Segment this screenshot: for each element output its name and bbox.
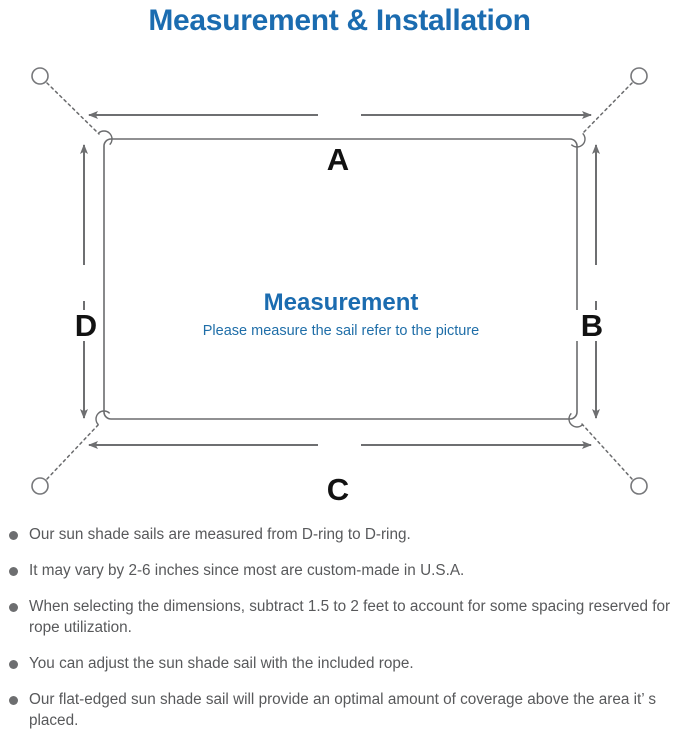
rope-top-left xyxy=(46,82,100,135)
list-item: Our sun shade sails are measured from D-… xyxy=(0,524,679,545)
list-item: Our flat-edged sun shade sail will provi… xyxy=(0,689,679,731)
anchor-bottom-right xyxy=(630,477,648,495)
note-text: When selecting the dimensions, subtract … xyxy=(29,598,671,636)
sail-caption: Measurement Please measure the sail refe… xyxy=(103,288,579,342)
dimension-label-d: D xyxy=(69,310,103,341)
sail-caption-subheading: Please measure the sail refer to the pic… xyxy=(202,323,480,339)
dimension-label-a: A xyxy=(314,144,362,175)
note-text: Our sun shade sails are measured from D-… xyxy=(29,526,411,543)
note-text: You can adjust the sun shade sail with t… xyxy=(29,655,414,672)
notes-list: Our sun shade sails are measured from D-… xyxy=(0,524,679,746)
bullet-icon xyxy=(9,531,18,540)
bullet-icon xyxy=(9,696,18,705)
dimension-label-c: C xyxy=(314,474,362,505)
sail-outline xyxy=(103,138,578,420)
d-ring-bottom-right xyxy=(568,412,584,428)
note-text: It may vary by 2-6 inches since most are… xyxy=(29,562,465,579)
anchor-bottom-left xyxy=(31,477,49,495)
bullet-icon xyxy=(9,567,18,576)
anchor-top-right xyxy=(630,67,648,85)
rope-bottom-right xyxy=(581,423,633,480)
bullet-icon xyxy=(9,603,18,612)
bullet-icon xyxy=(9,660,18,669)
page-title: Measurement & Installation xyxy=(148,4,531,37)
sun-shade-sail-measurement-diagram: A C B D Measurement Please measure the s… xyxy=(0,46,679,516)
list-item: You can adjust the sun shade sail with t… xyxy=(0,653,679,674)
list-item: When selecting the dimensions, subtract … xyxy=(0,596,679,638)
d-ring-bottom-left xyxy=(95,410,111,426)
dimension-label-b: B xyxy=(575,310,609,341)
note-text: Our flat-edged sun shade sail will provi… xyxy=(29,691,656,729)
rope-bottom-left xyxy=(46,423,100,480)
anchor-top-left xyxy=(31,67,49,85)
sail-caption-heading: Measurement xyxy=(263,289,419,316)
rope-top-right xyxy=(581,82,633,135)
list-item: It may vary by 2-6 inches since most are… xyxy=(0,560,679,581)
d-ring-top-right xyxy=(570,132,586,148)
